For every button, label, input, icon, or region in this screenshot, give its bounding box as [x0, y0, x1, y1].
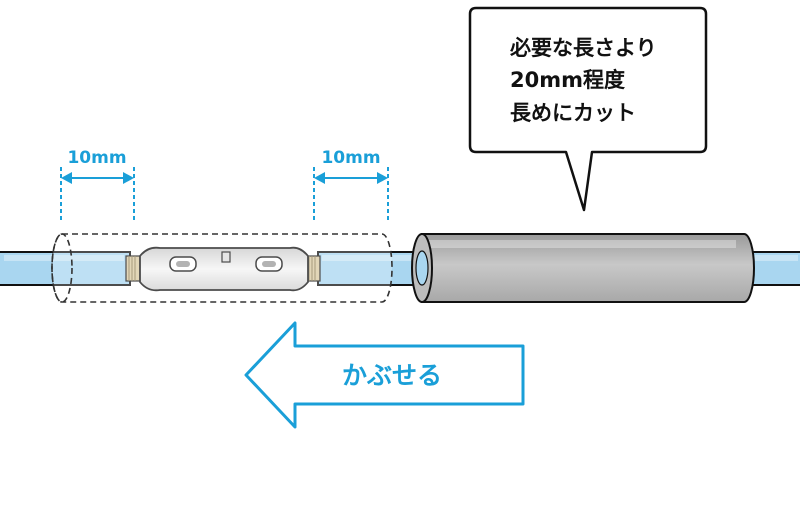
callout-line-3: 長めにカット: [510, 101, 636, 125]
dimension-right-label: 10mm: [321, 148, 380, 168]
dimension-left-label: 10mm: [67, 148, 126, 168]
callout-bubble: [468, 6, 708, 212]
heat-shrink-position: [51, 233, 393, 303]
dimension-right: [313, 167, 389, 222]
heat-shrink-tube: [411, 233, 755, 303]
crimp-sleeve: [125, 246, 321, 292]
slide-direction-arrow: [244, 321, 525, 429]
slide-direction-label: かぶせる: [342, 361, 442, 390]
dimension-left: [60, 167, 135, 222]
callout-line-2: 20mm程度: [510, 68, 625, 92]
callout-line-1: 必要な長さより: [510, 36, 657, 60]
